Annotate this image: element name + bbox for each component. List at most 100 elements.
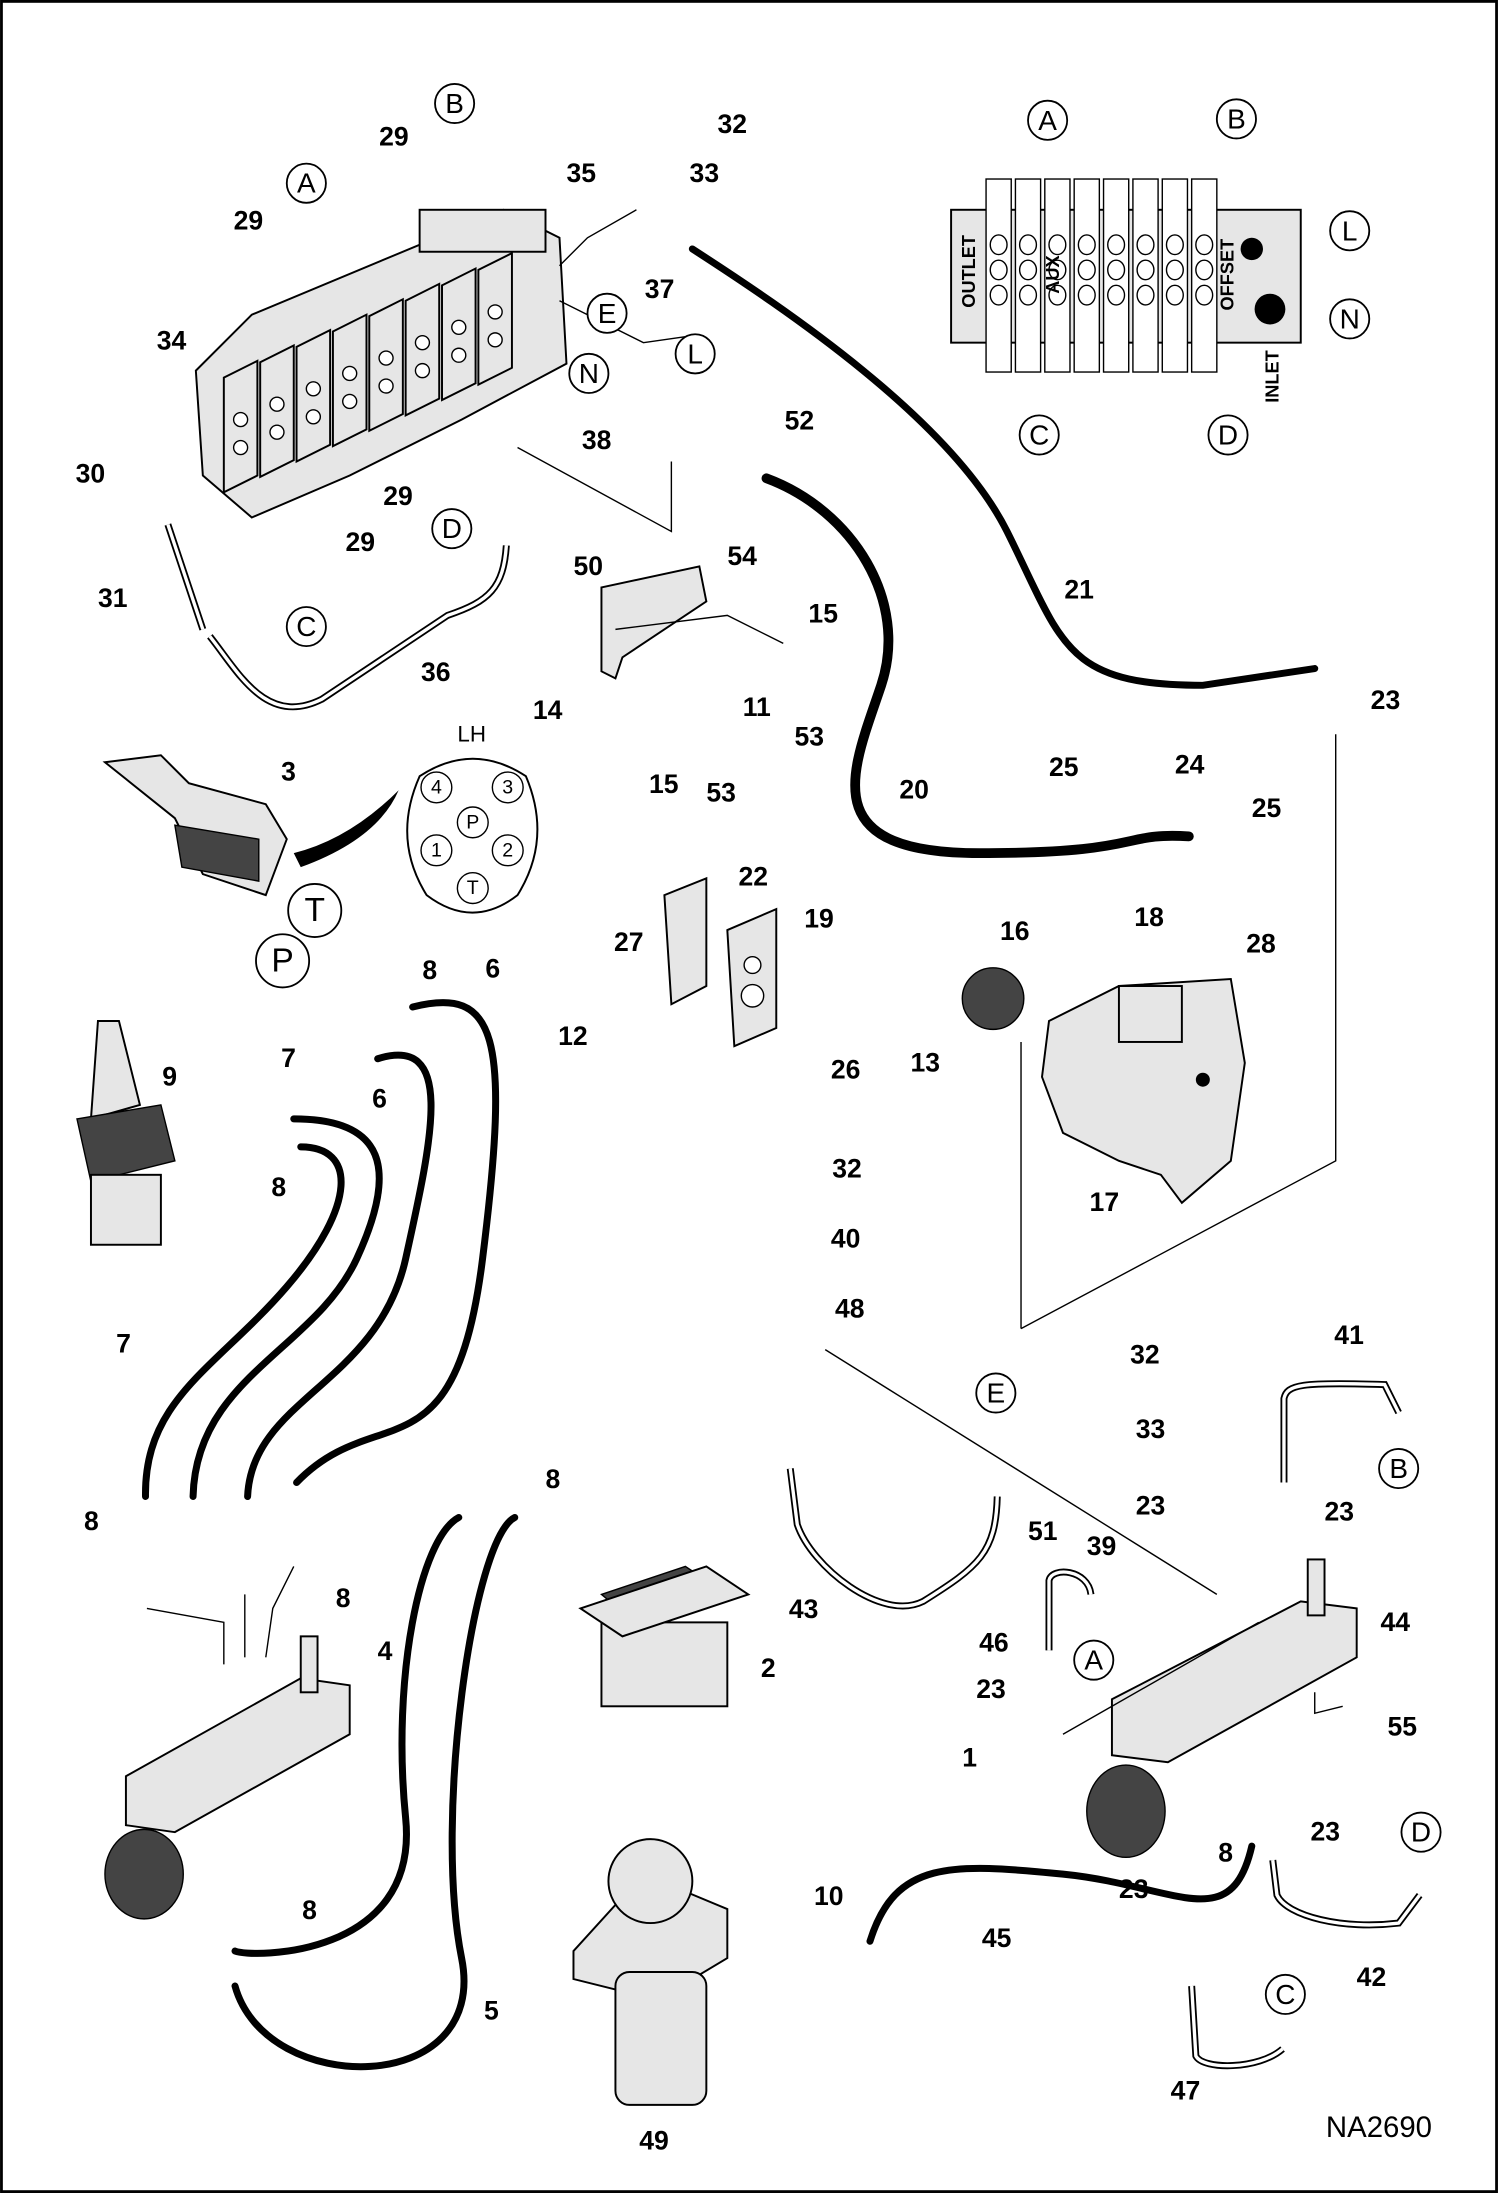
tube (1045, 1568, 1095, 1651)
callout-47: 47 (1171, 2075, 1201, 2105)
swivel-49 (572, 1838, 729, 2106)
port-n-dot (1254, 293, 1286, 325)
connection-circle (431, 508, 473, 550)
callout-43: 43 (789, 1594, 819, 1624)
tube (786, 1468, 1001, 1610)
bracket-54 (600, 565, 708, 680)
hose-5 (231, 1513, 519, 2071)
port-label: 4 (431, 776, 442, 798)
callout-4: 4 (378, 1636, 393, 1666)
callout-8: 8 (336, 1583, 351, 1613)
connection-letter-L: L (1342, 215, 1358, 246)
callout-11: 11 (743, 692, 771, 722)
hose-7a (189, 1115, 383, 1500)
outlet-label: OUTLET (959, 235, 979, 308)
callout-15: 15 (649, 769, 679, 799)
callout-13: 13 (911, 1047, 941, 1077)
callout-38: 38 (582, 425, 612, 455)
callout-23: 23 (1311, 1817, 1341, 1847)
callout-37: 37 (645, 274, 675, 304)
connection-letter-N: N (579, 358, 599, 389)
callout-8: 8 (271, 1172, 286, 1202)
callout-32: 32 (832, 1154, 862, 1184)
callout-44: 44 (1380, 1607, 1410, 1637)
callout-25: 25 (1049, 752, 1079, 782)
hose-7b (142, 1143, 345, 1500)
callout-53: 53 (794, 721, 824, 751)
callout-7: 7 (281, 1043, 296, 1073)
callout-12: 12 (558, 1021, 588, 1051)
port-l-dot (1240, 237, 1263, 261)
port-label: 2 (502, 839, 513, 861)
hose-21 (688, 245, 1319, 689)
callout-17: 17 (1090, 1187, 1120, 1217)
connection-letter-E: E (987, 1378, 1006, 1409)
connection-circle (287, 883, 343, 938)
port-label: P (466, 811, 479, 833)
connection-letter-T: T (304, 892, 325, 929)
callout-23: 23 (976, 1674, 1006, 1704)
pump-17 (961, 967, 1246, 1205)
connection-circle (1027, 99, 1069, 141)
connection-circle (285, 162, 327, 204)
callout-26: 26 (831, 1054, 861, 1084)
callout-19: 19 (804, 903, 834, 933)
connection-letter-C: C (1029, 419, 1049, 450)
callout-50: 50 (573, 551, 603, 581)
plates-19-22 (663, 876, 778, 1048)
callout-21: 21 (1064, 575, 1094, 605)
hose-45 (866, 1842, 1256, 1945)
connection-letter-B: B (1389, 1453, 1408, 1484)
callout-30: 30 (76, 459, 106, 489)
main-control-valve-34 (194, 208, 568, 519)
connection-circle (1329, 210, 1371, 252)
callout-42: 42 (1357, 1962, 1387, 1992)
connection-letter-C: C (296, 611, 316, 642)
connection-circle (1378, 1448, 1420, 1490)
callout-29: 29 (383, 481, 413, 511)
callout-16: 16 (1000, 916, 1030, 946)
callout-39: 39 (1087, 1531, 1117, 1561)
connection-circle (255, 933, 311, 989)
callout-31: 31 (98, 583, 128, 613)
callout-48: 48 (835, 1293, 865, 1323)
callout-54: 54 (727, 541, 757, 571)
connection-circle (975, 1372, 1017, 1414)
callout-18: 18 (1134, 902, 1164, 932)
callout-24: 24 (1175, 749, 1205, 779)
callout-3: 3 (281, 756, 296, 786)
connection-letter-C: C (1275, 1979, 1295, 2010)
callout-9: 9 (162, 1061, 177, 1091)
connection-letter-D: D (1411, 1817, 1431, 1848)
callout-36: 36 (421, 657, 451, 687)
hose-20 (761, 473, 1194, 859)
callout-23: 23 (1371, 685, 1401, 715)
connection-circle (586, 292, 628, 334)
callout-25: 25 (1252, 793, 1282, 823)
pilot-valve-2 (578, 1565, 751, 1708)
joystick-3 (102, 754, 288, 897)
hose-6b (244, 1051, 435, 1500)
connection-circle (285, 606, 327, 648)
callout-40: 40 (831, 1224, 861, 1254)
callout-20: 20 (899, 775, 929, 805)
callout-1: 1 (962, 1742, 977, 1772)
callout-46: 46 (979, 1628, 1009, 1658)
callout-33: 33 (1136, 1414, 1166, 1444)
connection-circle (1207, 414, 1249, 456)
callout-32: 32 (718, 109, 748, 139)
hose-4 (231, 1513, 463, 1957)
callout-41: 41 (1334, 1320, 1364, 1350)
port-label: T (467, 877, 479, 899)
connection-circle (1400, 1811, 1442, 1853)
callout-23: 23 (1119, 1874, 1149, 1904)
pilot-valve-9 (76, 1019, 176, 1246)
callout-27: 27 (614, 927, 644, 957)
connection-letter-D: D (442, 513, 462, 544)
hose-6a (293, 999, 500, 1487)
